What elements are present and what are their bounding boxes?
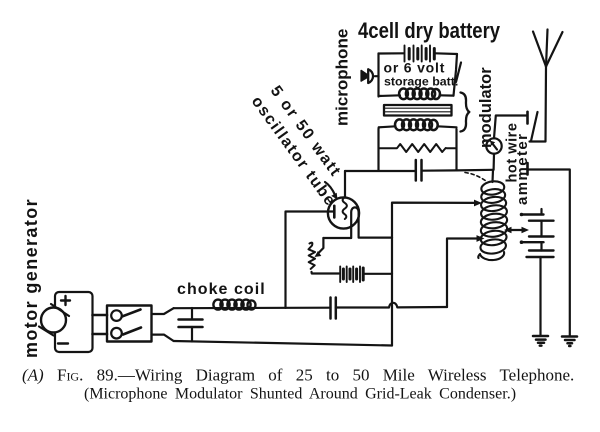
svg-text:motor generator: motor generator	[21, 198, 41, 358]
svg-text:ammeter: ammeter	[514, 133, 531, 205]
svg-text:or 6 volt: or 6 volt	[384, 60, 446, 76]
svg-text:choke coil: choke coil	[177, 281, 266, 298]
svg-text:modulator: modulator	[477, 67, 495, 148]
svg-text:(Microphone Modulator Shunted: (Microphone Modulator Shunted Around Gri…	[84, 385, 516, 402]
svg-text:microphone: microphone	[333, 29, 352, 126]
svg-text:storage batt.: storage batt.	[384, 75, 458, 89]
svg-text:hot wire: hot wire	[505, 123, 521, 183]
svg-text:(A) FIG. 89.—Wiring Diagram of: (A) FIG. 89.—Wiring Diagram of 25 to 50 …	[22, 366, 574, 385]
svg-text:4cell dry battery: 4cell dry battery	[358, 18, 501, 43]
